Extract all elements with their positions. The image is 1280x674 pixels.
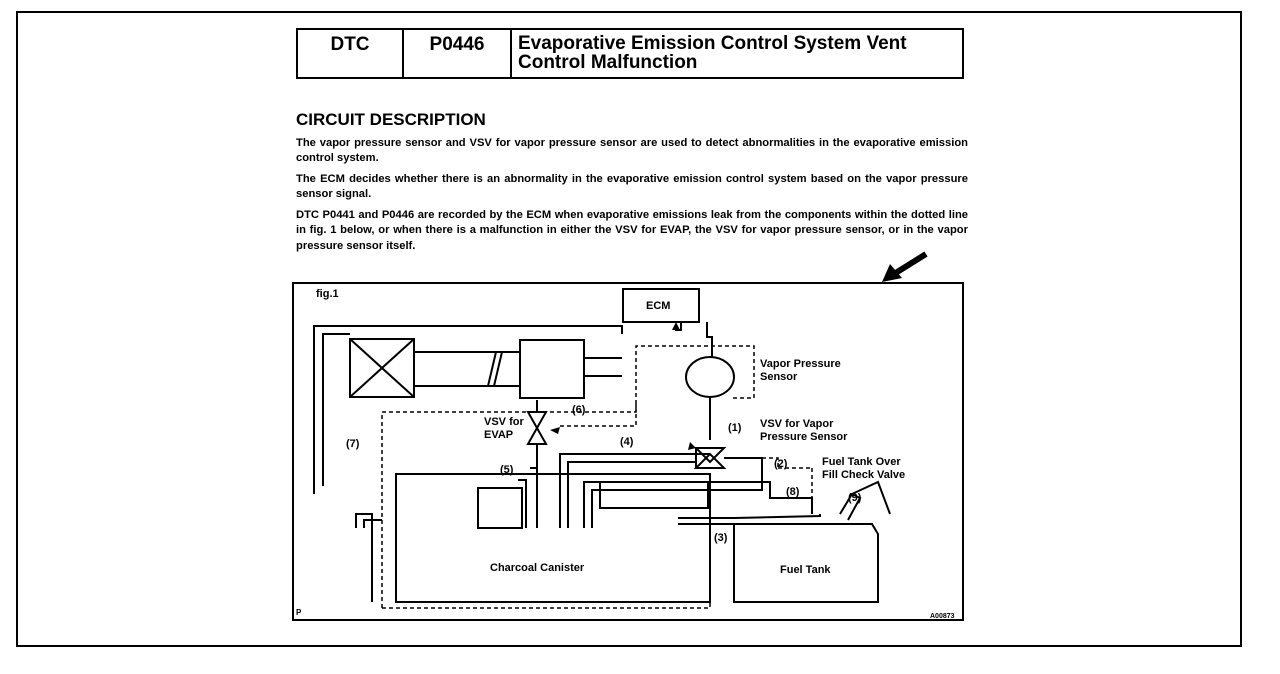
callout-8: (8)	[786, 486, 800, 498]
callout-7: (7)	[346, 438, 360, 450]
callout-6: (6)	[572, 404, 586, 416]
vapor-pressure-sensor-label: Vapor Pressure Sensor	[760, 358, 841, 384]
vapor-pressure-sensor-line1: Vapor Pressure	[760, 358, 841, 370]
fuel-tank-over-fill-line2: Fill Check Valve	[822, 469, 906, 481]
callout-4: (4)	[620, 436, 634, 448]
fuel-tank-over-fill-label: Fuel Tank Over Fill Check Valve	[822, 456, 905, 482]
fig-label: fig.1	[316, 288, 339, 300]
callout-3: (3)	[714, 532, 728, 544]
dtc-title: Evaporative Emission Control System Vent…	[512, 30, 962, 77]
section-heading: CIRCUIT DESCRIPTION	[296, 110, 486, 129]
figure-1-diagram: fig.1 ECM Vapor Pressure Sensor VSV for …	[292, 282, 964, 622]
charcoal-canister-box	[395, 473, 711, 603]
figure-border	[292, 282, 964, 621]
fuel-tank-over-fill-line1: Fuel Tank Over	[822, 456, 901, 468]
corner-p-mark: P	[296, 608, 302, 617]
vsv-evap-line1: VSV for	[484, 416, 524, 428]
fuel-tank-shape	[733, 523, 879, 603]
callout-5: (5)	[500, 464, 514, 476]
dtc-title-line1: Evaporative Emission Control System Vent	[518, 33, 907, 54]
vapor-pressure-sensor-line2: Sensor	[760, 371, 798, 383]
callout-1: (1)	[728, 422, 742, 434]
dtc-header-table: DTC P0446 Evaporative Emission Control S…	[296, 28, 964, 79]
page-frame	[16, 11, 1242, 647]
pointer-arrow-icon	[882, 251, 928, 282]
description-paragraph-1: The vapor pressure sensor and VSV for va…	[296, 137, 968, 165]
vsv-vapor-line1: VSV for Vapor	[760, 418, 834, 430]
vsv-evap-label: VSV for EVAP	[484, 416, 524, 442]
callout-2: (2)	[774, 458, 788, 470]
dtc-code: P0446	[404, 30, 512, 77]
system-schematic	[292, 282, 964, 621]
charcoal-canister-label: Charcoal Canister	[490, 562, 585, 574]
vsv-vapor-pressure-sensor-label: VSV for Vapor Pressure Sensor	[760, 418, 847, 444]
figure-id: A00873	[930, 613, 955, 620]
vsv-evap-top	[526, 411, 548, 431]
intake-manifold-box	[519, 339, 585, 399]
ecm-box	[622, 288, 700, 323]
vapor-pressure-sensor-shape	[685, 356, 735, 398]
vsv-evap-line2: EVAP	[484, 429, 514, 441]
dtc-label: DTC	[298, 30, 404, 77]
description-paragraph-3: DTC P0441 and P0446 are recorded by the …	[296, 209, 968, 252]
vsv-vapor-line2: Pressure Sensor	[760, 431, 848, 443]
description-paragraph-2: The ECM decides whether there is an abno…	[296, 173, 968, 201]
dtc-title-line2: Control Malfunction	[518, 52, 698, 73]
air-cleaner-box	[349, 338, 415, 398]
ecm-label: ECM	[646, 300, 671, 312]
callout-9: (9)	[848, 492, 862, 504]
fuel-tank-label: Fuel Tank	[780, 564, 831, 576]
